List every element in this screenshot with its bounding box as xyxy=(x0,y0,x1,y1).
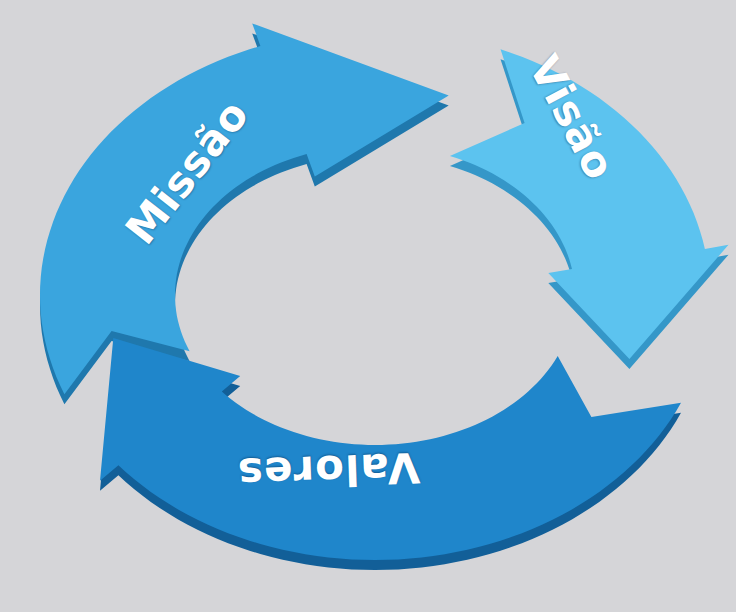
stage-label: Valores xyxy=(236,446,420,494)
cycle-arrow xyxy=(100,338,681,560)
cycle-stage: Valores xyxy=(236,446,420,494)
cycle-arrow xyxy=(40,23,449,394)
cycle-arrow xyxy=(450,49,729,359)
